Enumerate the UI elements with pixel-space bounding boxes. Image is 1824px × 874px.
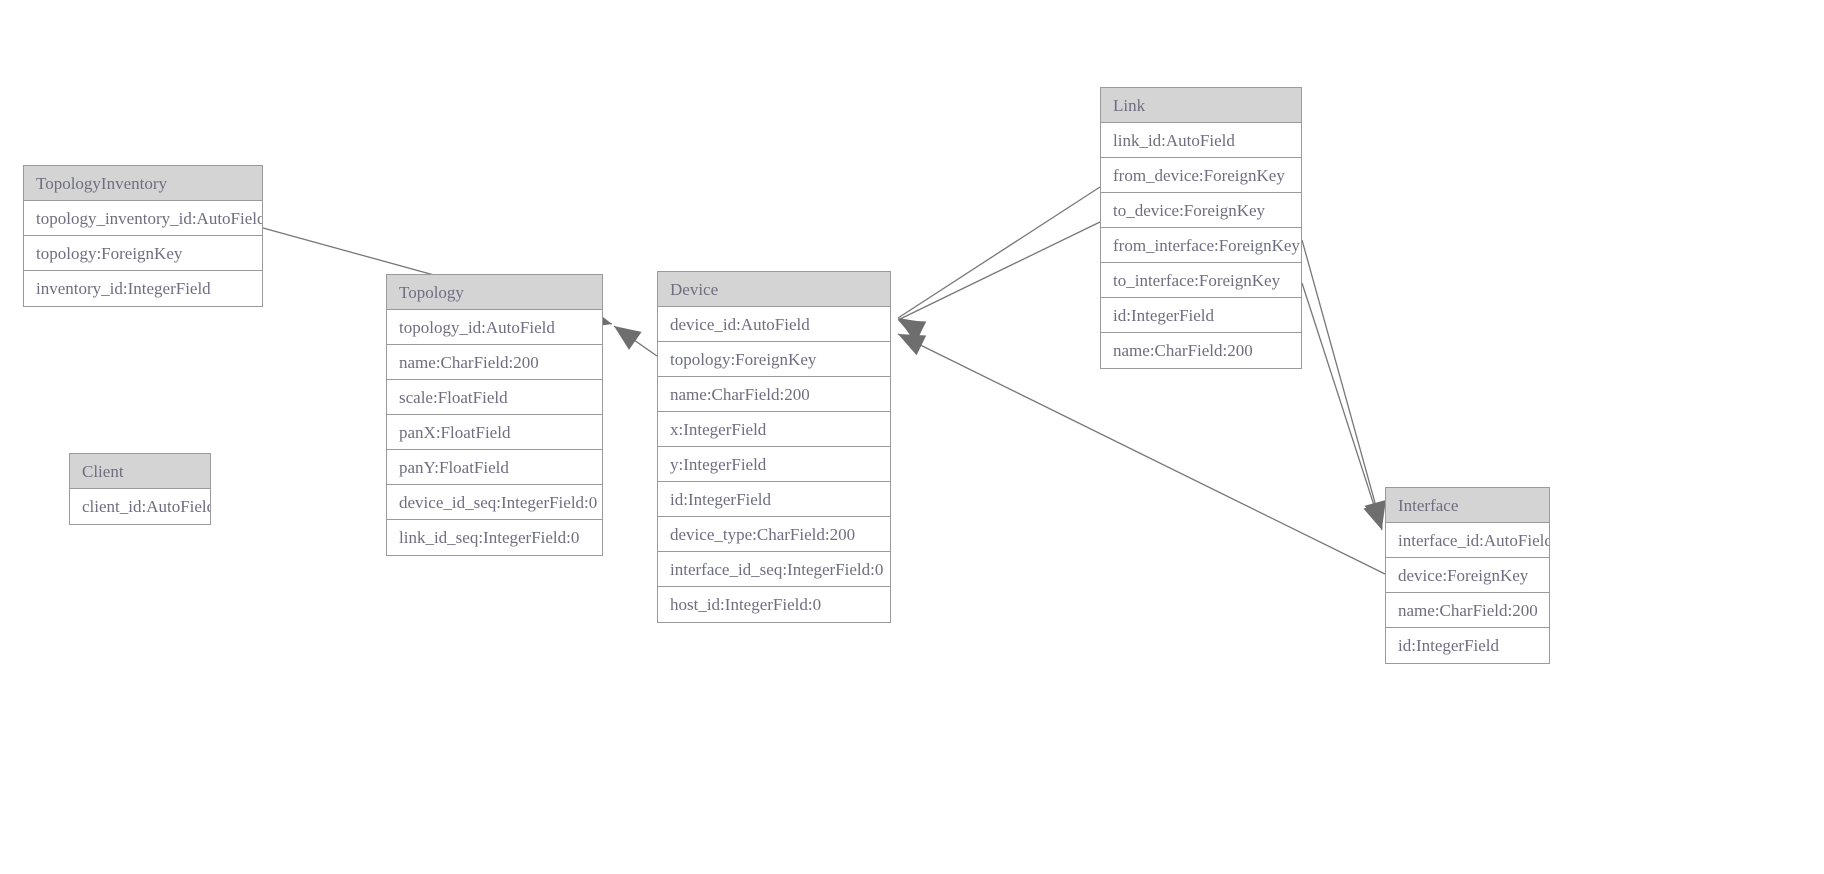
attribute-row: name:CharField:200 (658, 377, 890, 412)
attribute-row: id:IntegerField (658, 482, 890, 517)
relationship-line-interface-device (897, 333, 1386, 575)
attribute-row: x:IntegerField (658, 412, 890, 447)
relationship-arrowhead-device-topology (614, 326, 642, 350)
entity-title-interface: Interface (1386, 488, 1549, 523)
attribute-row: panY:FloatField (387, 450, 602, 485)
attribute-row: device:ForeignKey (1386, 558, 1549, 593)
attribute-row: name:CharField:200 (387, 345, 602, 380)
attribute-row: id:IntegerField (1386, 628, 1549, 663)
attribute-row: topology:ForeignKey (24, 236, 262, 271)
attribute-row: device_id_seq:IntegerField:0 (387, 485, 602, 520)
attribute-row: client_id:AutoField (70, 489, 210, 524)
entity-title-link: Link (1101, 88, 1301, 123)
attribute-row: device_id:AutoField (658, 307, 890, 342)
entity-title-client: Client (70, 454, 210, 489)
relationship-arrowhead-link-from-device (898, 318, 926, 342)
attribute-row: link_id:AutoField (1101, 123, 1301, 158)
entity-title-topology: Topology (387, 275, 602, 310)
attribute-row: inventory_id:IntegerField (24, 271, 262, 306)
attribute-row: name:CharField:200 (1386, 593, 1549, 628)
attribute-row: from_device:ForeignKey (1101, 158, 1301, 193)
attribute-row: device_type:CharField:200 (658, 517, 890, 552)
relationship-line-link-to-device (897, 221, 1101, 321)
attribute-row: interface_id:AutoField (1386, 523, 1549, 558)
relationship-arrowhead-interface-device (898, 334, 927, 356)
attribute-row: to_device:ForeignKey (1101, 193, 1301, 228)
attribute-row: host_id:IntegerField:0 (658, 587, 890, 622)
attribute-row: y:IntegerField (658, 447, 890, 482)
relationship-line-device-topology (613, 325, 658, 357)
attribute-row: to_interface:ForeignKey (1101, 263, 1301, 298)
attribute-row: topology_inventory_id:AutoField (24, 201, 262, 236)
entity-title-device: Device (658, 272, 890, 307)
attribute-row: link_id_seq:IntegerField:0 (387, 520, 602, 555)
relationship-arrowhead-link-to-device (898, 320, 927, 342)
entity-title-topology_inventory: TopologyInventory (24, 166, 262, 201)
relationship-line-link-from-interface (1301, 239, 1383, 529)
attribute-row: topology_id:AutoField (387, 310, 602, 345)
attribute-row: scale:FloatField (387, 380, 602, 415)
attribute-row: id:IntegerField (1101, 298, 1301, 333)
attribute-row: from_interface:ForeignKey (1101, 228, 1301, 263)
relationship-line-link-from-device (897, 186, 1101, 319)
attribute-row: panX:FloatField (387, 415, 602, 450)
attribute-row: interface_id_seq:IntegerField:0 (658, 552, 890, 587)
attribute-row: name:CharField:200 (1101, 333, 1301, 368)
relationship-line-link-to-interface (1301, 282, 1383, 531)
attribute-row: topology:ForeignKey (658, 342, 890, 377)
